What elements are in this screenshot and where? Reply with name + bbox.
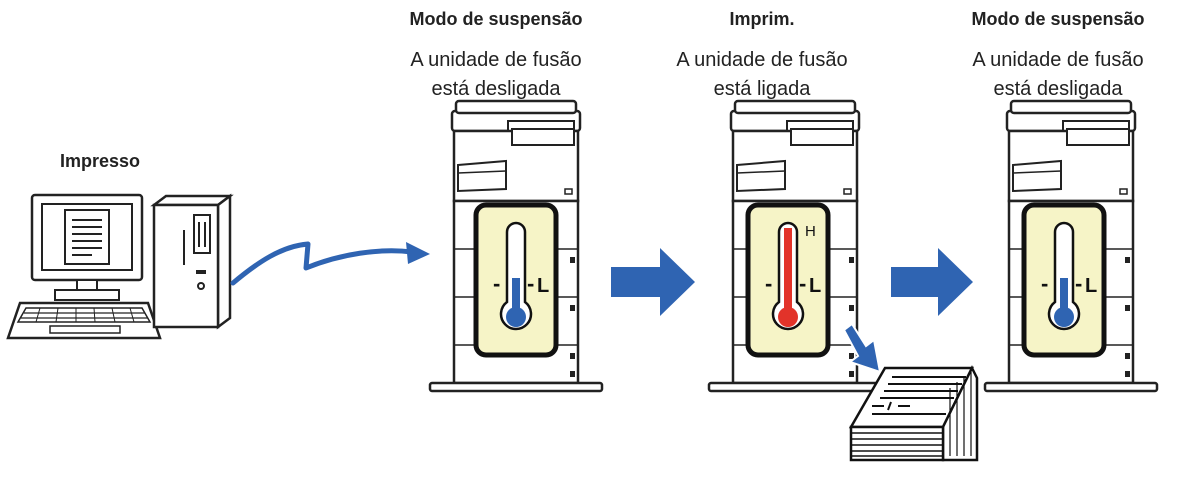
paper-stack-icon <box>848 365 979 462</box>
thermo-2-dash-right: - <box>799 271 806 296</box>
thermo-3-low: L <box>1085 275 1097 297</box>
thermometer-panel-3: - - L <box>1021 202 1107 358</box>
stage-2-desc-line1: A unidade de fusão <box>676 49 848 71</box>
thermo-1-low: L <box>537 275 549 297</box>
computer-title: Impresso <box>60 151 141 171</box>
arrow-right-1 <box>611 248 695 316</box>
thermometer-panel-1: - - L <box>473 202 559 358</box>
stage-3-desc-line2: está desligada <box>993 78 1123 100</box>
stage-1-desc-line1: A unidade de fusão <box>410 49 582 71</box>
thermo-3-dash-right: - <box>1075 271 1082 296</box>
stage-3-title: Modo de suspensão <box>971 9 1145 29</box>
stage-1-desc-line2: está desligada <box>431 78 561 100</box>
stage-3-desc-line1: A unidade de fusão <box>972 49 1144 71</box>
stage-2-title: Imprim. <box>729 9 795 29</box>
computer-icon <box>6 193 234 340</box>
thermo-1-dash-right: - <box>527 271 534 296</box>
thermo-2-high: H <box>805 223 816 240</box>
thermometer-panel-2: H - - L <box>745 202 831 358</box>
arrow-right-2 <box>891 248 973 316</box>
transmission-arrow <box>230 241 430 286</box>
stage-1-title: Modo de suspensão <box>409 9 583 29</box>
thermo-2-dash-left: - <box>765 271 772 296</box>
output-arrow <box>842 322 882 374</box>
stage-2-desc-line2: está ligada <box>713 78 811 100</box>
thermo-2-low: L <box>809 275 821 297</box>
thermo-3-dash-left: - <box>1041 271 1048 296</box>
thermo-1-dash-left: - <box>493 271 500 296</box>
